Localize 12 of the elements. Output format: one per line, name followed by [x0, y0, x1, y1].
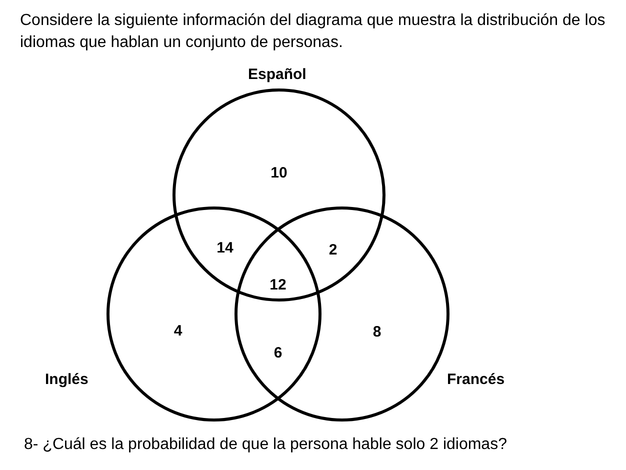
region-count: 10	[270, 164, 288, 182]
region-count: 2	[328, 242, 338, 258]
set-label: Francés	[447, 371, 505, 388]
region-count: 4	[174, 322, 182, 340]
title-text: Considere la siguiente información del diagrama que muestra la distribución de los idiomas que hablan un conjunto de personas.	[20, 11, 606, 53]
region-count: 8	[372, 324, 382, 340]
set-label: Inglés	[45, 371, 88, 388]
region-count: 14	[216, 240, 234, 256]
region-count: 12	[270, 276, 286, 294]
region-count: 6	[274, 344, 282, 362]
set-label: Español	[248, 66, 306, 83]
question-text: 8- ¿Cuál es la probabilidad de que la persona hable solo 2 idiomas?	[24, 436, 507, 454]
